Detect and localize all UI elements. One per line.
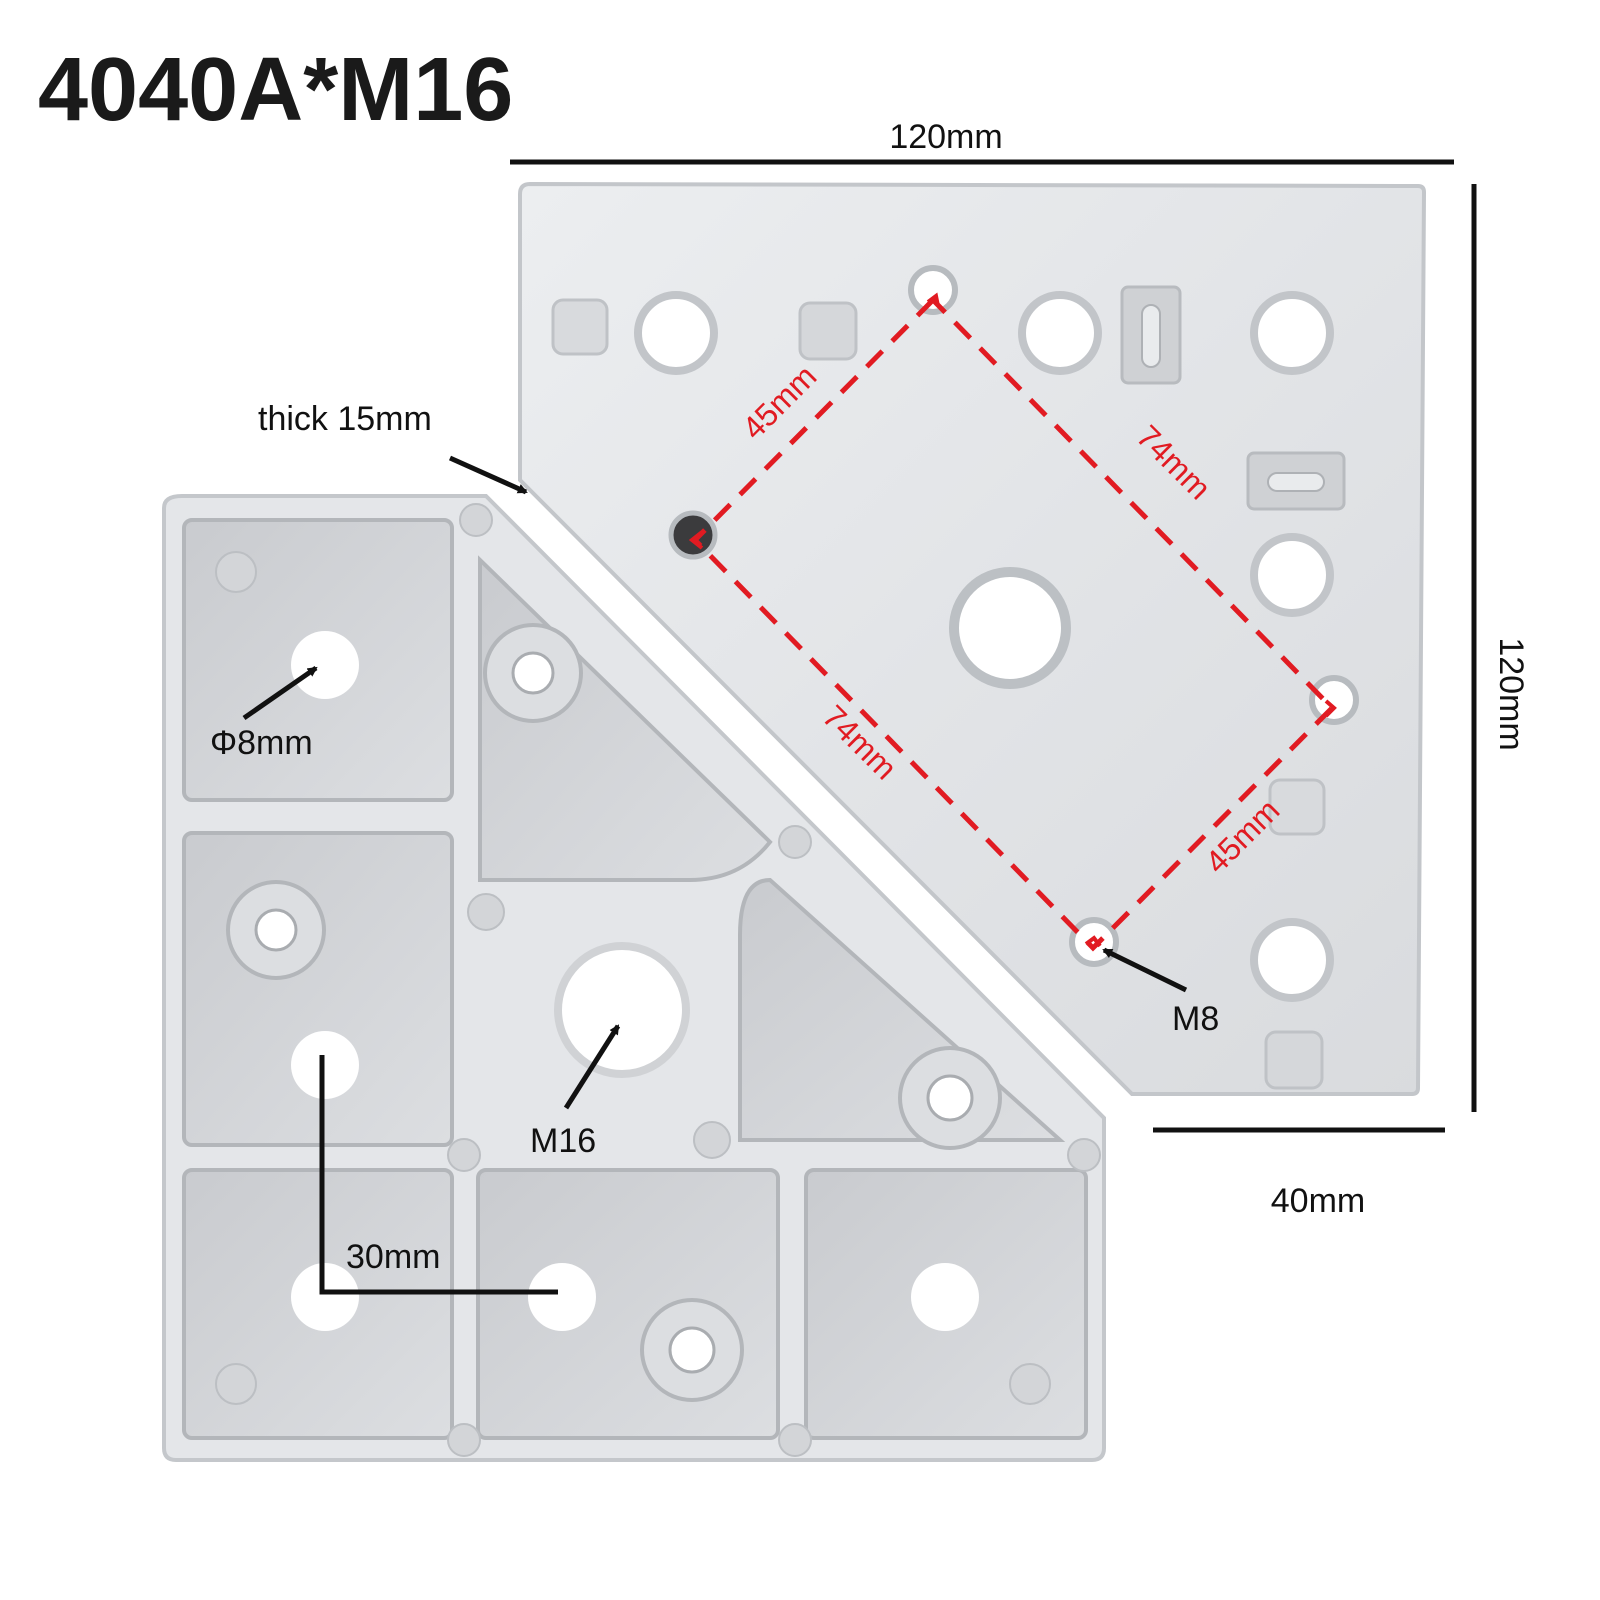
threaded-boss xyxy=(483,623,583,723)
page-title: 4040A*M16 xyxy=(38,40,513,140)
through-hole xyxy=(1250,918,1334,1002)
phi8-hole xyxy=(291,631,359,699)
slot-opening xyxy=(1267,472,1325,492)
threaded-boss xyxy=(898,1046,1002,1150)
top-plate xyxy=(518,181,1427,1096)
phi8-hole xyxy=(291,1031,359,1099)
label-30mm: 30mm xyxy=(346,1238,440,1276)
label-top-width: 120mm xyxy=(889,118,1002,156)
ribbed-bracket xyxy=(162,494,1106,1462)
m16-center-hole xyxy=(554,942,690,1078)
m8-hole xyxy=(668,510,718,560)
dim-line-30mm xyxy=(319,1055,558,1295)
through-hole xyxy=(1250,533,1334,617)
m8-arrow xyxy=(1102,947,1188,993)
slot-opening xyxy=(1141,304,1161,368)
threaded-boss xyxy=(640,1298,744,1402)
thickness-arrow xyxy=(448,455,528,495)
label-m16: M16 xyxy=(530,1122,596,1160)
m8-hole xyxy=(908,265,958,315)
through-hole xyxy=(1250,291,1334,375)
square-boss xyxy=(1268,778,1326,836)
square-boss xyxy=(798,301,858,361)
dimension-lines xyxy=(319,159,1477,1295)
through-hole xyxy=(1018,291,1102,375)
hole-center-marks xyxy=(688,292,1337,948)
threaded-boss xyxy=(226,880,326,980)
through-hole xyxy=(634,291,718,375)
phi8-hole xyxy=(911,1263,979,1331)
m8-hole xyxy=(1069,917,1119,967)
label-phi8: Φ8mm xyxy=(210,724,313,762)
callout-arrows xyxy=(242,455,1188,1110)
phi8-hole xyxy=(528,1263,596,1331)
center-hole xyxy=(949,567,1071,689)
casting-dimples xyxy=(215,503,1101,1457)
phi8-hole xyxy=(291,1263,359,1331)
square-boss xyxy=(1264,1030,1324,1090)
m16-arrow xyxy=(563,1024,621,1110)
label-m8: M8 xyxy=(1172,1000,1219,1038)
pocket xyxy=(476,1168,780,1440)
square-boss xyxy=(551,298,609,356)
label-right-height: 120mm xyxy=(1492,637,1530,750)
label-thickness: thick 15mm xyxy=(258,400,432,438)
phi8-arrow xyxy=(242,665,318,721)
bolt-pattern-outline xyxy=(691,296,1336,952)
label-bottom-40mm: 40mm xyxy=(1271,1182,1365,1220)
m8-hole xyxy=(1309,675,1359,725)
